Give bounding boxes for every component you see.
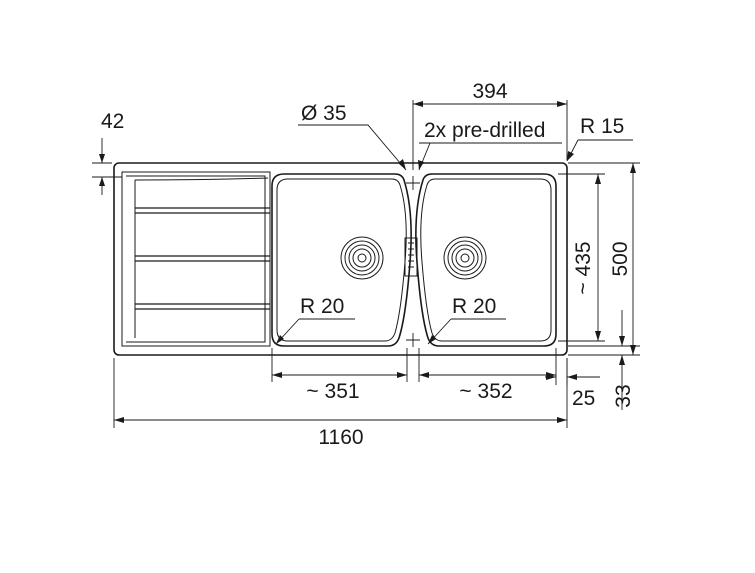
hole-diameter-label: Ø 35: [301, 102, 347, 125]
dim-42: 42: [92, 110, 124, 195]
dim-33: 33: [568, 310, 640, 410]
dim-1160-label: 1160: [318, 426, 363, 449]
tap-hole-marks: [406, 100, 420, 347]
dim-435-label: ~ 435: [572, 241, 595, 294]
overflow-slot: [404, 237, 418, 277]
pre-drilled-note: 2x pre-drilled: [418, 119, 562, 171]
dim-394-label: 394: [472, 80, 507, 103]
dim-r20-left: R 20: [275, 295, 355, 345]
dim-42-label: 42: [101, 110, 124, 133]
dim-33-label: 33: [612, 384, 635, 407]
dim-500-label: 500: [609, 241, 632, 276]
dim-352: ~ 352: [418, 348, 556, 403]
dim-r15: R 15: [566, 115, 633, 162]
dim-394: 394: [413, 80, 568, 160]
dim-435: ~ 435: [558, 173, 605, 342]
sink-outline: [113, 162, 568, 356]
dim-25: 25: [545, 348, 600, 410]
dim-352-label: ~ 352: [459, 380, 512, 403]
right-drain: [443, 236, 487, 280]
r20-right-label: R 20: [452, 295, 496, 318]
r20-left-label: R 20: [300, 295, 344, 318]
pre-drilled-label: 2x pre-drilled: [424, 119, 545, 142]
dim-25-label: 25: [572, 387, 595, 410]
dim-r20-right: R 20: [427, 295, 506, 345]
dim-500: 500: [568, 162, 640, 356]
dim-351-label: ~ 351: [306, 380, 359, 403]
dim-351: ~ 351: [271, 348, 408, 403]
dim-1160: 1160: [113, 358, 568, 449]
dim-hole-diameter: Ø 35: [298, 102, 407, 171]
r15-label: R 15: [580, 115, 624, 138]
left-drain: [340, 236, 384, 280]
drainer-board: [121, 171, 271, 347]
